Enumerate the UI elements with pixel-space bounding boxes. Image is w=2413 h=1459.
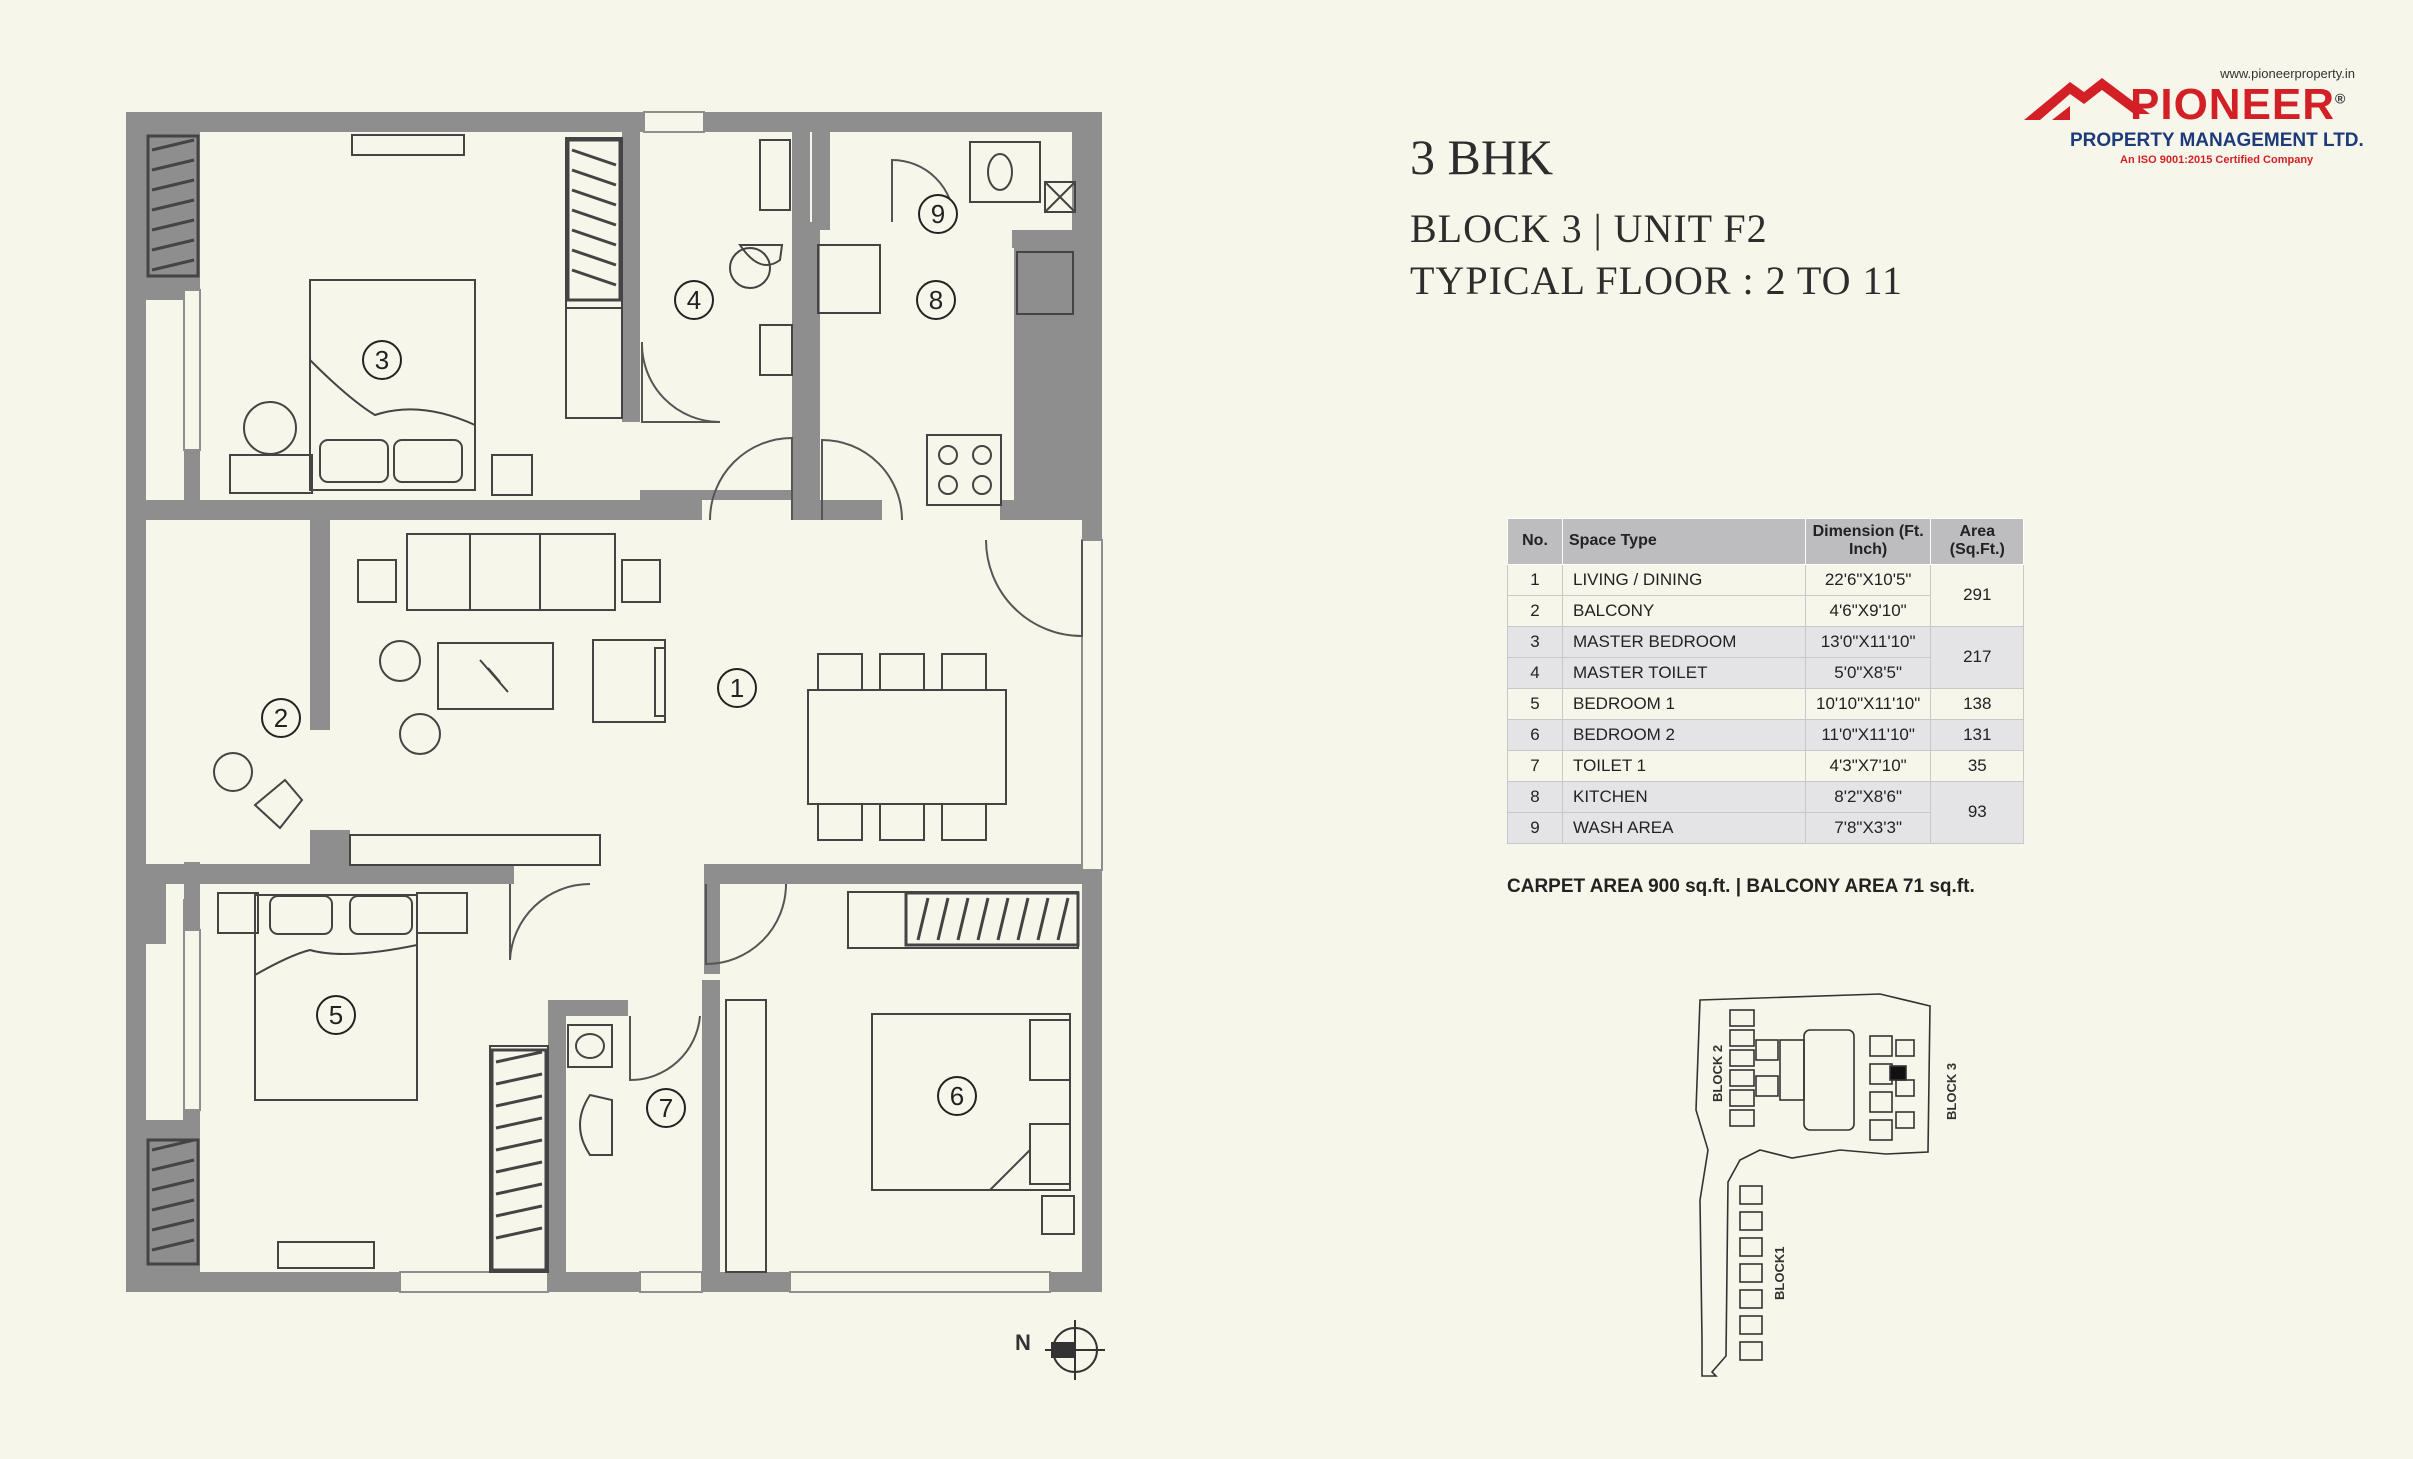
cell-dim: 22'6"X10'5" xyxy=(1804,563,1932,596)
room-numbers xyxy=(261,194,977,1128)
unit-type-title: 3 BHK xyxy=(1410,129,1554,185)
cell-space: TOILET 1 xyxy=(1562,749,1806,782)
key-label-block1: BLOCK1 xyxy=(1772,1247,1787,1300)
cell-space: WASH AREA xyxy=(1562,811,1806,844)
cell-space: BEDROOM 2 xyxy=(1562,718,1806,751)
header-area: Area (Sq.Ft.) xyxy=(1930,518,2025,565)
table-row: 5 BEDROOM 1 10'10"X11'10" 138 xyxy=(1507,687,2025,720)
key-label-block3: BLOCK 3 xyxy=(1944,1063,1959,1120)
cell-area: 93 xyxy=(1930,780,2025,844)
cell-no: 8 xyxy=(1507,780,1563,813)
house-roof-icon xyxy=(2024,78,2150,120)
room-number-6 xyxy=(937,1076,977,1116)
cell-space: LIVING / DINING xyxy=(1562,563,1806,596)
doors xyxy=(509,158,1083,1082)
floor-title: TYPICAL FLOOR : 2 TO 11 xyxy=(1410,258,1904,303)
header-space: Space Type xyxy=(1562,518,1806,565)
room-label-1: 1 xyxy=(730,673,744,703)
header-no: No. xyxy=(1507,518,1563,565)
room-number-1 xyxy=(717,668,757,708)
company-logo: www.pioneerproperty.in PIONEER® PROPERTY… xyxy=(2000,62,2365,172)
room-label-9: 9 xyxy=(931,199,945,229)
room-number-2 xyxy=(261,698,301,738)
cell-area: 131 xyxy=(1930,718,2025,751)
north-arrow-icon xyxy=(1045,1320,1105,1380)
cell-dim: 13'0"X11'10" xyxy=(1804,625,1932,658)
cell-space: KITCHEN xyxy=(1562,780,1806,813)
cell-no: 4 xyxy=(1507,656,1563,689)
table-row: 6 BEDROOM 2 11'0"X11'10" 131 xyxy=(1507,718,2025,751)
brand-subtitle: PROPERTY MANAGEMENT LTD. xyxy=(2070,130,2364,151)
block-unit-title: BLOCK 3 | UNIT F2 xyxy=(1410,206,1768,251)
cell-no: 2 xyxy=(1507,594,1563,627)
cell-no: 7 xyxy=(1507,749,1563,782)
key-plan xyxy=(1695,993,1931,1377)
cell-dim: 4'3"X7'10" xyxy=(1804,749,1932,782)
room-label-5: 5 xyxy=(329,1000,343,1030)
key-label-block2: BLOCK 2 xyxy=(1710,1045,1725,1102)
brand-name: PIONEER® xyxy=(2130,80,2347,129)
room-number-9 xyxy=(918,194,958,234)
cell-area: 35 xyxy=(1930,749,2025,782)
room-label-4: 4 xyxy=(687,285,701,315)
certification-text: An ISO 9001:2015 Certified Company xyxy=(2120,154,2314,166)
website-url: www.pioneerproperty.in xyxy=(2220,66,2355,81)
room-number-7 xyxy=(646,1088,686,1128)
cell-dim: 7'8"X3'3" xyxy=(1804,811,1932,844)
room-number-8 xyxy=(916,280,956,320)
north-label: N xyxy=(1015,1330,1031,1355)
cell-no: 9 xyxy=(1507,811,1563,844)
cell-no: 5 xyxy=(1507,687,1563,720)
room-number-3 xyxy=(362,340,402,380)
table-header-row: No. Space Type Dimension (Ft. Inch) Area… xyxy=(1507,518,2025,565)
table-row: 3 MASTER BEDROOM 13'0"X11'10" 217 xyxy=(1507,625,2025,689)
cell-area: 291 xyxy=(1930,563,2025,627)
table-row: 7 TOILET 1 4'3"X7'10" 35 xyxy=(1507,749,2025,782)
room-number-5 xyxy=(316,995,356,1035)
table-row: 9 WASH AREA 7'8"X3'3" xyxy=(1507,811,2024,844)
wardrobes xyxy=(146,134,1080,1272)
room-label-3: 3 xyxy=(375,345,389,375)
cell-area: 217 xyxy=(1930,625,2025,689)
area-totals: CARPET AREA 900 sq.ft. | BALCONY AREA 71… xyxy=(1507,876,1975,897)
cell-no: 1 xyxy=(1507,563,1563,596)
cell-space: BEDROOM 1 xyxy=(1562,687,1806,720)
room-label-6: 6 xyxy=(950,1081,964,1111)
cell-no: 3 xyxy=(1507,625,1563,658)
furniture xyxy=(213,134,1079,1273)
cell-dim: 8'2"X8'6" xyxy=(1804,780,1932,813)
header-dimension: Dimension (Ft. Inch) xyxy=(1804,518,1932,565)
room-label-8: 8 xyxy=(929,285,943,315)
room-label-2: 2 xyxy=(274,703,288,733)
cell-space: MASTER BEDROOM xyxy=(1562,625,1806,658)
room-label-7: 7 xyxy=(659,1093,673,1123)
cell-area: 138 xyxy=(1930,687,2025,720)
table-row: 1 LIVING / DINING 22'6"X10'5" 291 xyxy=(1507,563,2025,627)
table-row: 8 KITCHEN 8'2"X8'6" 93 xyxy=(1507,780,2025,844)
room-number-4 xyxy=(674,280,714,320)
cell-dim: 10'10"X11'10" xyxy=(1804,687,1932,720)
table-row: 2 BALCONY 4'6"X9'10" xyxy=(1507,594,2024,627)
table-row: 4 MASTER TOILET 5'0"X8'5" xyxy=(1507,656,2024,689)
cell-no: 6 xyxy=(1507,718,1563,751)
cell-dim: 4'6"X9'10" xyxy=(1804,594,1932,627)
cell-space: BALCONY xyxy=(1562,594,1806,627)
cell-space: MASTER TOILET xyxy=(1562,656,1806,689)
cell-dim: 5'0"X8'5" xyxy=(1804,656,1932,689)
cell-dim: 11'0"X11'10" xyxy=(1804,718,1932,751)
area-table: No. Space Type Dimension (Ft. Inch) Area… xyxy=(1507,518,2025,844)
